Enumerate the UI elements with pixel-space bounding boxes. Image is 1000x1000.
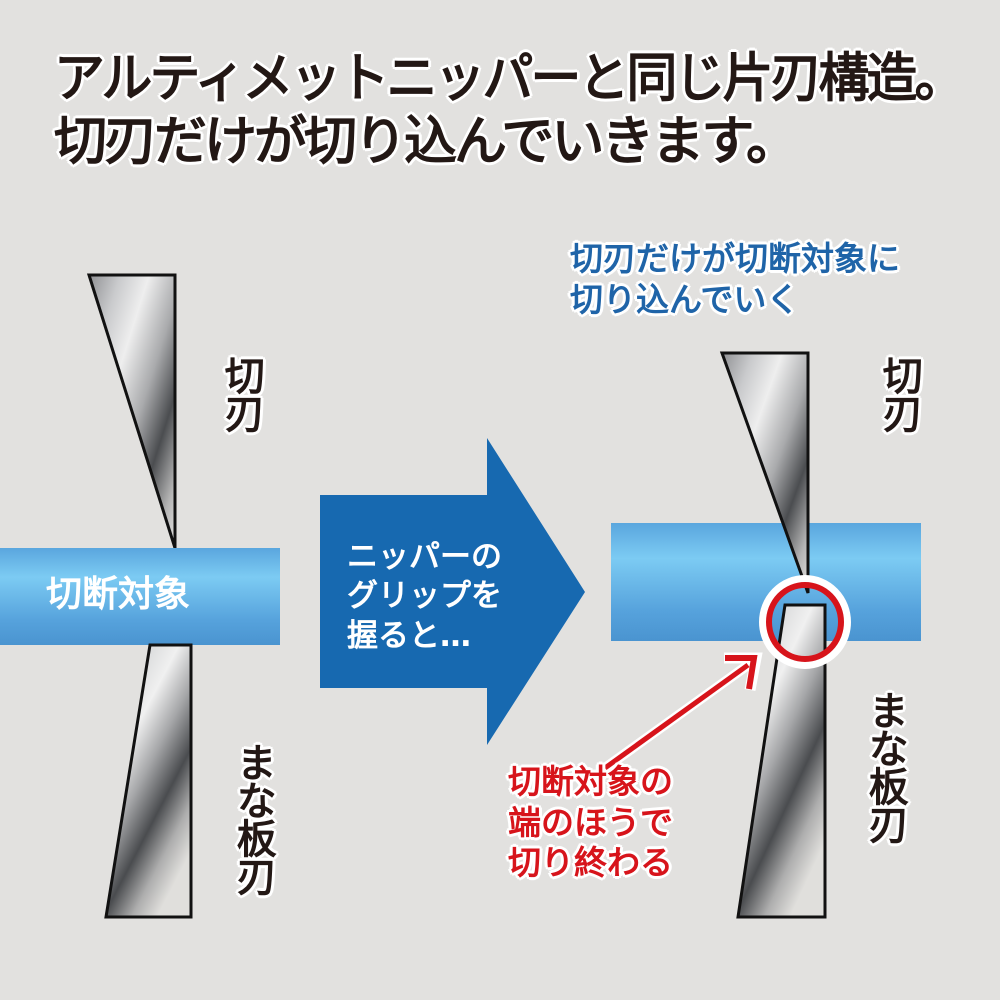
red-annotation-line: 切り終わる — [508, 843, 673, 883]
blue-annotation-line: 切刃だけが切断対象に — [570, 239, 900, 278]
right-lower-blade-label: まな板刃 — [861, 690, 908, 842]
red-annotation: 切断対象の 端のほうで 切り終わる — [508, 762, 673, 884]
heading-line-1: アルティメットニッパーと同じ片刃構造。 — [54, 48, 965, 109]
left-panel — [0, 273, 280, 919]
left-lower-blade — [104, 643, 193, 919]
left-upper-blade-label: 切刃 — [217, 355, 264, 431]
highlight-circle — [766, 582, 844, 662]
blue-annotation: 切刃だけが切断対象に 切り込んでいく — [570, 238, 900, 321]
left-upper-blade — [86, 273, 177, 549]
heading-line-2: 切刃だけが切り込んでいきます。 — [54, 111, 799, 172]
right-arrow-shape — [320, 438, 585, 745]
cut-object-label: 切断対象 — [46, 574, 191, 615]
right-panel — [600, 351, 921, 919]
arrow-text-line: グリップを — [347, 578, 502, 615]
left-lower-blade-label: まな板刃 — [229, 742, 276, 894]
red-annotation-line: 切断対象の — [508, 762, 673, 801]
right-upper-blade — [719, 351, 810, 594]
right-lower-blade — [736, 603, 827, 919]
arrow-text-line: 握ると… — [347, 617, 471, 654]
highlight-circle-outline — [759, 575, 851, 669]
right-upper-blade-label: 切刃 — [875, 355, 922, 431]
arrow-text: ニッパーの グリップを 握ると… — [347, 538, 502, 656]
arrow-text-line: ニッパーの — [347, 539, 502, 575]
red-pointer-arrow-icon — [600, 652, 763, 773]
left-cut-object-bar — [0, 548, 280, 645]
blue-annotation-line: 切り込んでいく — [570, 280, 800, 320]
red-annotation-line: 端のほうで — [508, 802, 673, 842]
